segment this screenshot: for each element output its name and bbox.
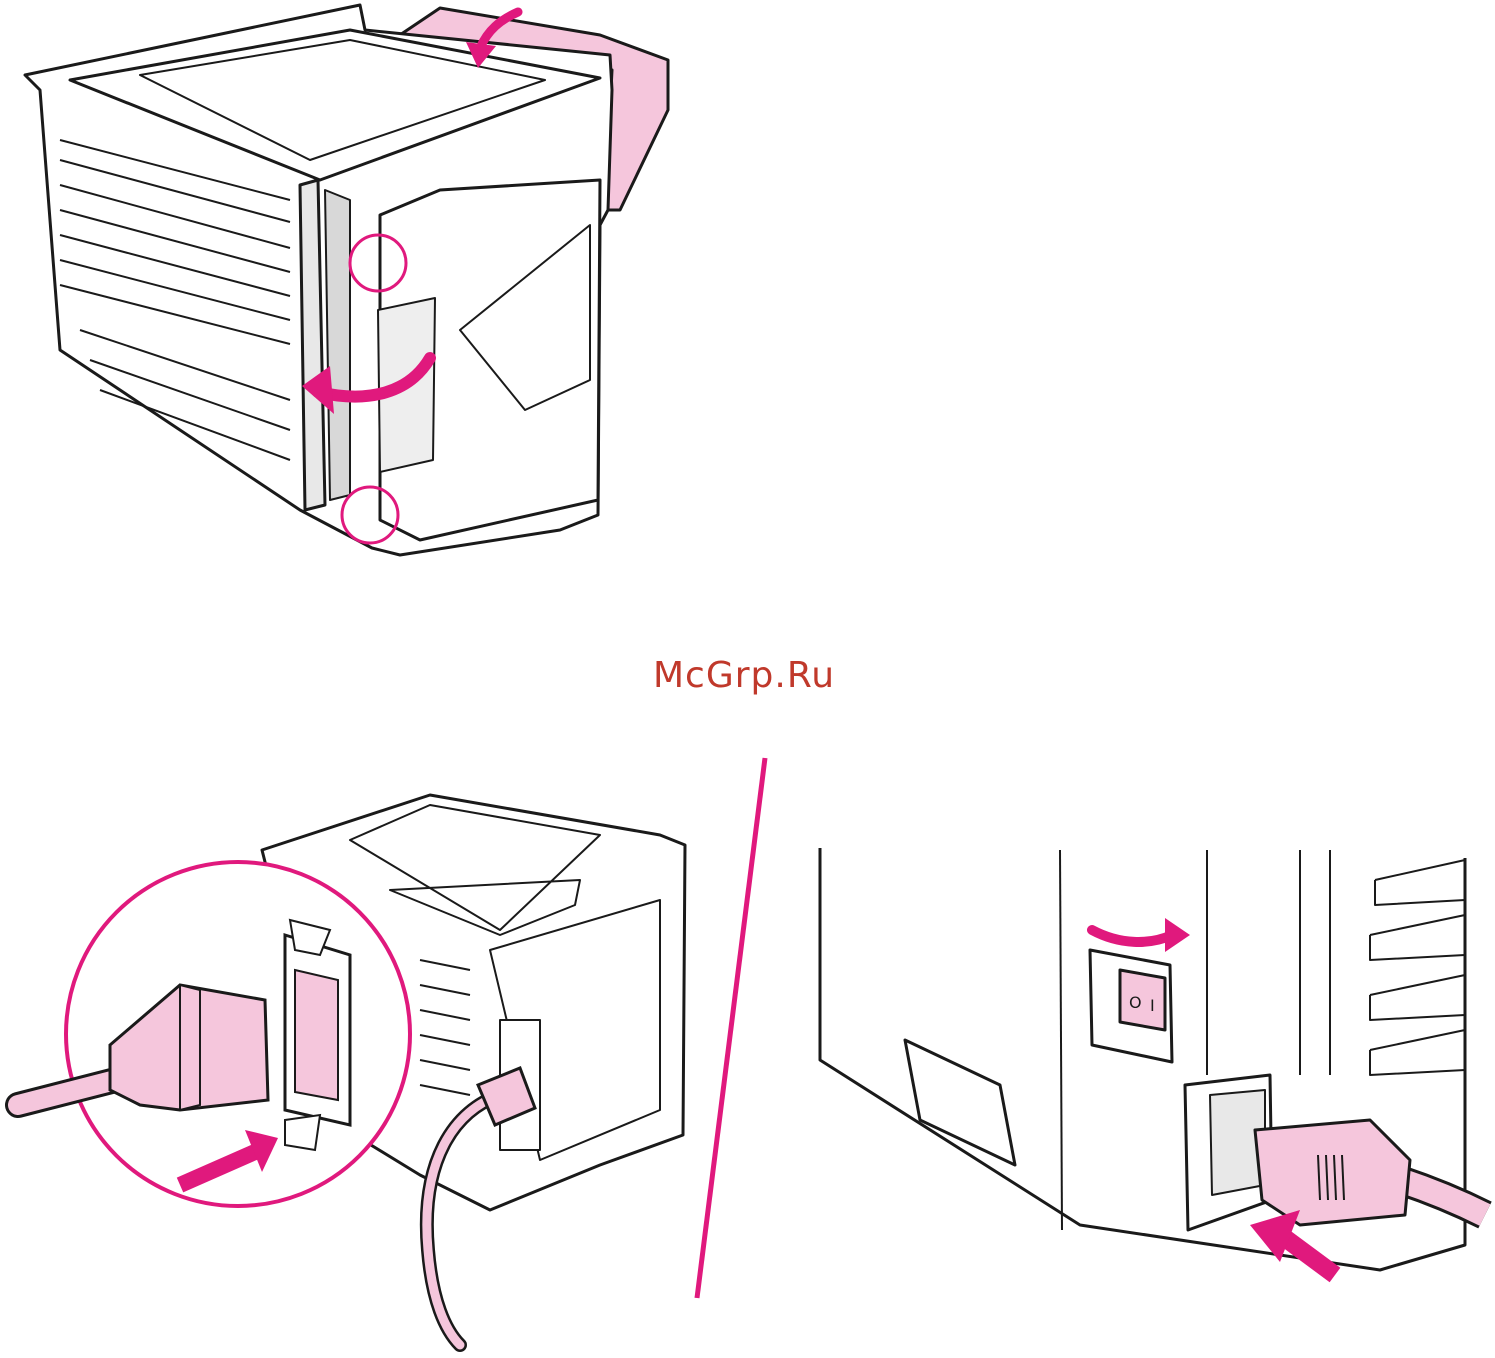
rear-frame xyxy=(298,178,327,512)
curved-arrow-head xyxy=(466,42,496,68)
switch-flip-arrow-icon xyxy=(1087,925,1177,947)
push-arrow-head xyxy=(245,1130,278,1172)
watermark: McGrp.Ru xyxy=(653,655,836,696)
rear-vents xyxy=(419,959,471,1096)
cable-plug xyxy=(476,1066,537,1127)
power-illustration xyxy=(818,848,1467,1272)
printer-rear-door-illustration xyxy=(23,3,670,557)
curved-arrow-icon xyxy=(475,7,523,53)
highlight-circle-icon xyxy=(340,485,400,545)
push-arrow-icon xyxy=(176,1144,259,1193)
switch-on-symbol: I xyxy=(1150,996,1155,1015)
rear-door xyxy=(378,178,602,542)
push-arrow-head xyxy=(1250,1210,1300,1262)
power-plug xyxy=(1253,1118,1412,1227)
divider-line xyxy=(694,757,768,1299)
side-vents xyxy=(1369,859,1466,1076)
switch-flip-arrow-head xyxy=(1165,918,1190,952)
switch-off-symbol: O xyxy=(1129,993,1142,1012)
plug-grip xyxy=(1317,1154,1345,1201)
door-swing-arrow-head xyxy=(302,366,334,414)
printer-top-panel xyxy=(68,28,602,182)
printer-corner xyxy=(818,848,1467,1272)
door-swing-arrow-icon xyxy=(312,352,436,403)
side-vents xyxy=(59,139,291,461)
push-arrow-icon xyxy=(1279,1230,1341,1283)
handle-slot xyxy=(903,1038,1017,1167)
highlight-circle-icon xyxy=(348,233,408,293)
